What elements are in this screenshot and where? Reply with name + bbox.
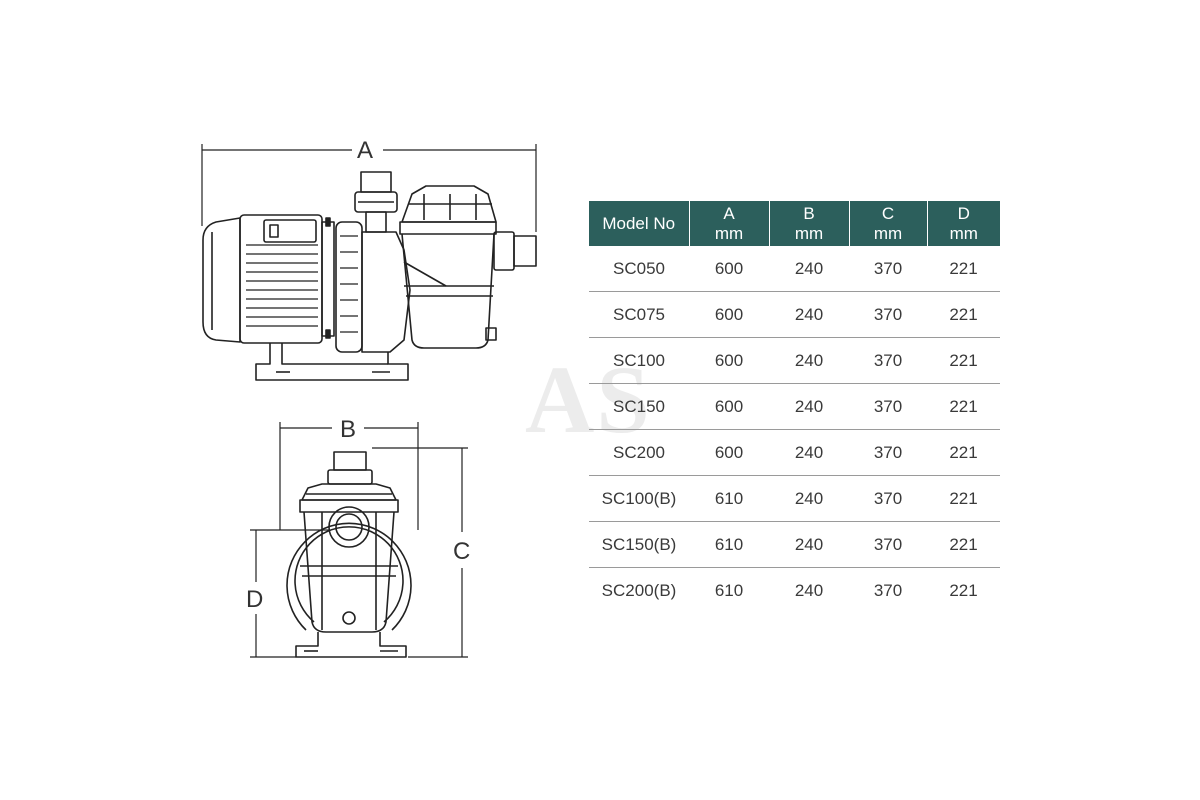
table-row: SC050 600 240 370 221: [589, 246, 1000, 292]
header-unit: mm: [873, 223, 903, 243]
cell-model: SC100: [589, 337, 689, 384]
cell-model: SC200: [589, 429, 689, 476]
cell-d: 221: [927, 383, 1000, 430]
header-unit: mm: [714, 223, 744, 243]
cell-b: 240: [769, 383, 849, 430]
cell-a: 600: [689, 383, 769, 430]
cell-b: 240: [769, 246, 849, 292]
header-label: Model No: [602, 213, 676, 233]
cell-a: 600: [689, 246, 769, 292]
cell-model: SC150(B): [589, 521, 689, 568]
cell-model: SC200(B): [601, 580, 677, 600]
cell-d: 221: [927, 429, 1000, 476]
cell-b: 240: [769, 429, 849, 476]
cell-c: 370: [849, 291, 927, 338]
cell-model: SC075: [589, 291, 689, 338]
cell-c: 370: [849, 246, 927, 292]
table-header-row: Model No A mm B mm C mm D mm: [589, 201, 1000, 246]
pump-front-view: [250, 422, 468, 658]
table-row: SC200 600 240 370 221: [589, 429, 1000, 476]
cell-c: 370: [849, 429, 927, 476]
header-d: D mm: [927, 201, 1000, 246]
table-row: SC100(B) 610 240 370 221: [589, 475, 1000, 522]
header-a: A mm: [689, 201, 770, 246]
dimension-a-label: A: [357, 137, 374, 164]
dimension-c-line: [372, 447, 468, 658]
cell-a: 610: [689, 475, 769, 522]
cell-d: 221: [927, 337, 1000, 384]
header-model: Model No: [589, 201, 690, 246]
cell-a: 610: [714, 580, 744, 600]
cell-a: 600: [689, 337, 769, 384]
table-row: SC200(B) 610 240 370 221: [589, 568, 1000, 614]
cell-b: 240: [769, 521, 849, 568]
cell-b: 240: [794, 580, 824, 600]
cell-a: 610: [689, 521, 769, 568]
header-label: D: [957, 203, 970, 223]
cell-c: 370: [849, 383, 927, 430]
dimension-b-line: [279, 422, 419, 530]
cell-model: SC050: [589, 246, 689, 292]
cell-c: 370: [849, 521, 927, 568]
cell-d: 221: [927, 291, 1000, 338]
cell-b: 240: [769, 337, 849, 384]
cell-c: 370: [849, 475, 927, 522]
dimension-spec-table: Model No A mm B mm C mm D mm SC050 600: [589, 201, 1000, 613]
dimension-d-line: [250, 529, 330, 658]
header-label: B: [803, 203, 815, 223]
cell-d: 221: [927, 521, 1000, 568]
header-c: C mm: [849, 201, 928, 246]
cell-c: 370: [849, 337, 927, 384]
cell-d: 221: [949, 580, 978, 600]
dimension-d-label: D: [246, 586, 264, 613]
header-unit: mm: [949, 223, 978, 243]
cell-model: SC150: [589, 383, 689, 430]
cell-d: 221: [927, 475, 1000, 522]
header-unit: mm: [794, 223, 824, 243]
dimension-b-label: B: [340, 416, 357, 443]
dimension-a-line: [201, 144, 537, 232]
header-label: C: [881, 203, 895, 223]
cell-d: 221: [927, 246, 1000, 292]
cell-a: 600: [689, 429, 769, 476]
cell-c: 370: [873, 580, 903, 600]
cell-b: 240: [769, 475, 849, 522]
pump-side-view: [201, 144, 537, 381]
table-row: SC100 600 240 370 221: [589, 337, 1000, 384]
cell-b: 240: [769, 291, 849, 338]
table-row: SC075 600 240 370 221: [589, 291, 1000, 338]
dimension-c-label: C: [453, 538, 471, 565]
cell-a: 600: [689, 291, 769, 338]
header-label: A: [723, 203, 735, 223]
table-row: SC150(B) 610 240 370 221: [589, 521, 1000, 568]
table-row: SC150 600 240 370 221: [589, 383, 1000, 430]
header-b: B mm: [769, 201, 850, 246]
cell-model: SC100(B): [589, 475, 689, 522]
